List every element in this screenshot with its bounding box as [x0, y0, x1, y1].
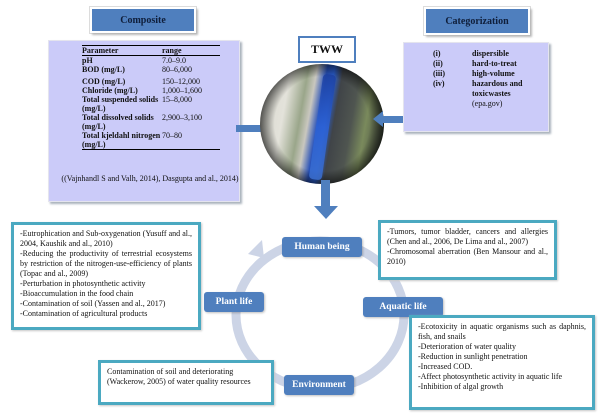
category-num: (i)	[433, 49, 441, 58]
composite-title: Composite	[120, 14, 166, 26]
category-num: (ii)	[433, 59, 443, 68]
arrow-head-down-icon	[314, 206, 338, 219]
node-aquatic-label: Aquatic life	[379, 302, 427, 312]
node-aquatic-life: Aquatic life	[363, 297, 443, 317]
effect-item: -Increased COD.	[418, 362, 473, 371]
human-effects-box: -Tumors, tumor bladder, cancers and alle…	[378, 220, 557, 280]
table-row: BOD (mg/L) 80–6,000	[82, 65, 220, 74]
arrow-left-body-icon	[382, 116, 408, 123]
node-human-label: Human being	[294, 242, 350, 252]
effect-item: -Tumors, tumor bladder, cancers and alle…	[387, 227, 548, 246]
category-label: high-volume	[472, 69, 515, 78]
cycle-arrowhead-icon	[248, 240, 264, 258]
effect-item: -Eutrophication and Sub-oxygenation (Yus…	[20, 229, 192, 248]
category-label: hard-to-treat	[472, 59, 517, 68]
categorization-title: Categorization	[445, 15, 509, 27]
range-cell: 150–12,000	[162, 77, 200, 86]
categorization-header: Categorization	[424, 7, 530, 35]
plant-effects-box: -Eutrophication and Sub-oxygenation (Yus…	[11, 222, 201, 330]
category-label: dispersible	[472, 49, 509, 58]
effect-item: -Bioaccumulation in the food chain	[20, 289, 134, 298]
range-cell: 70–80	[162, 131, 220, 150]
node-plant-label: Plant life	[215, 297, 253, 307]
table-row: Total kjeldahl nitrogen (mg/L)70–80	[82, 131, 220, 150]
effect-item: -Inhibition of algal growth	[418, 382, 504, 391]
table-row: pH 7.0–9.0	[82, 56, 220, 66]
effect-item: -Perturbation in photosynthetic activity	[20, 279, 146, 288]
arrow-head-left-icon	[373, 111, 383, 127]
parameter-cell: BOD (mg/L)	[82, 65, 125, 74]
effect-item: -Chromosomal aberration (Ben Mansour and…	[387, 247, 548, 266]
parameter-cell: Total suspended solids (mg/L)	[82, 95, 159, 113]
effect-item: -Contamination of soil (Yassen and al., …	[20, 299, 166, 308]
table-row: Total suspended solids (mg/L)15–8,000	[82, 95, 220, 113]
range-cell: 1,000–1,600	[162, 86, 202, 95]
parameter-cell: Total dissolved solids (mg/L)	[82, 113, 154, 131]
range-cell: 80–6,000	[162, 65, 192, 74]
parameter-table: Parameter range pH 7.0–9.0 BOD (mg/L) 80–6…	[82, 45, 220, 150]
category-num: (iv)	[433, 79, 445, 88]
arrow-down-body-icon	[321, 180, 330, 208]
effect-item: -Affect photosynthetic activity in aquat…	[418, 372, 563, 381]
tww-title: TWW	[310, 42, 343, 56]
range-cell: 15–8,000	[162, 95, 192, 104]
composite-header: Composite	[90, 7, 196, 33]
categorization-source: (epa.gov)	[472, 99, 503, 108]
effect-item: -Deterioration of water quality	[418, 342, 516, 351]
table-row: Total dissolved solids (mg/L) 2,900–3,100	[82, 113, 220, 131]
node-environment-label: Environment	[292, 380, 346, 390]
effect-item: Contamination of soil and deteriorating …	[107, 367, 251, 386]
category-num: (iii)	[433, 69, 445, 78]
effect-item: -Contamination of agricultural products	[20, 309, 148, 318]
parameter-cell: COD (mg/L)	[82, 77, 126, 86]
category-label: hazardous and toxicwastes	[472, 79, 523, 98]
categorization-panel	[403, 42, 549, 132]
parameter-cell: Total kjeldahl nitrogen (mg/L)	[82, 131, 162, 150]
table-row: COD (mg/L) 150–12,000	[82, 74, 220, 86]
node-environment: Environment	[284, 375, 354, 395]
range-cell: 2,900–3,100	[162, 113, 202, 122]
effect-item: -Reduction in sunlight penetration	[418, 352, 528, 361]
environment-effects-box: Contamination of soil and deteriorating …	[98, 360, 274, 405]
range-cell: 7.0–9.0	[162, 56, 186, 65]
tww-label: TWW	[298, 36, 356, 63]
node-plant-life: Plant life	[204, 292, 264, 312]
table-header-range: range	[162, 45, 220, 56]
composite-panel	[48, 40, 240, 202]
node-human-being: Human being	[282, 237, 362, 257]
effect-item: -Reducing the productivity of terrestria…	[20, 249, 192, 278]
parameter-cell: pH	[82, 56, 93, 65]
parameter-cell: Chloride (mg/L)	[82, 86, 138, 95]
effect-item: -Ecotoxicity in aquatic organisms such a…	[418, 322, 586, 341]
aquatic-effects-box: -Ecotoxicity in aquatic organisms such a…	[409, 315, 595, 410]
table-row: Chloride (mg/L) 1,000–1,600	[82, 86, 220, 95]
table-header-parameter: Parameter	[82, 45, 162, 56]
arrow-right-icon	[236, 125, 264, 132]
composite-citation: ((Vajnhandl S and Valh, 2014), Dasgupta …	[61, 174, 239, 183]
